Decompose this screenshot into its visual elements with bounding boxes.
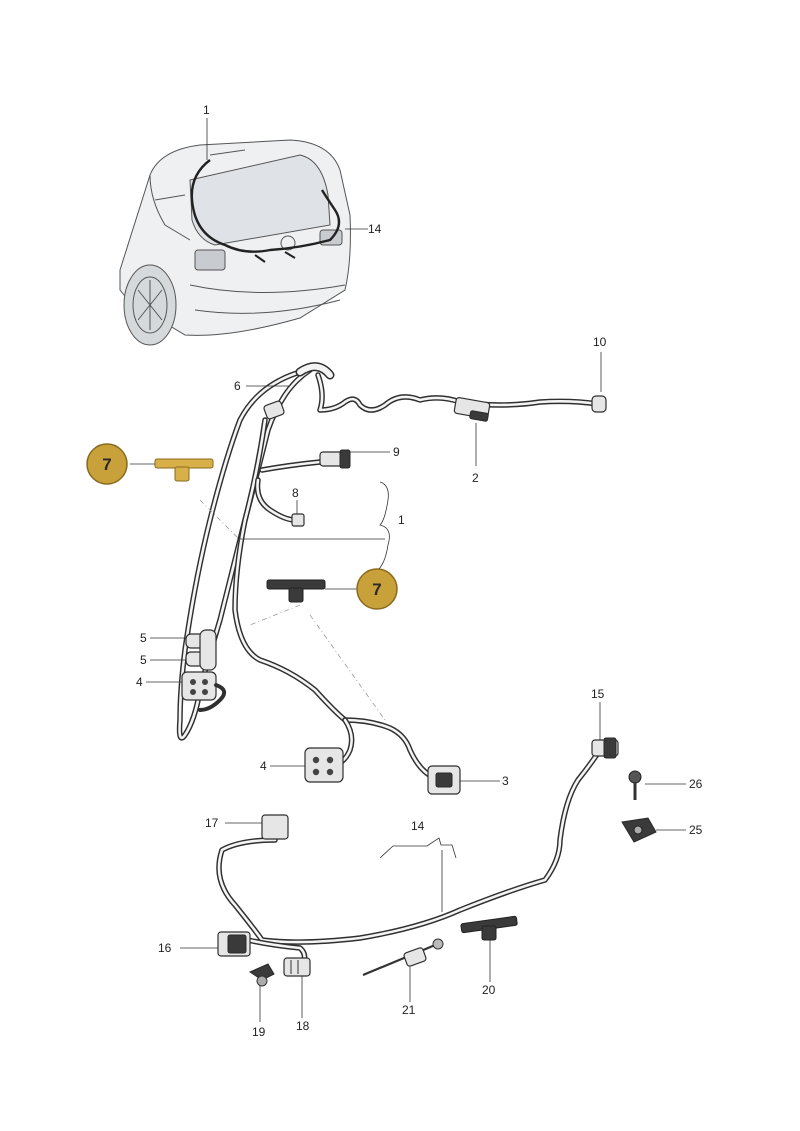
- callout-19: 19: [252, 1025, 266, 1039]
- callout-10: 10: [593, 335, 607, 349]
- callout-9: 9: [393, 445, 400, 459]
- callout-5-a: 5: [140, 631, 147, 645]
- callout-8: 8: [292, 486, 299, 500]
- callout-25: 25: [689, 823, 703, 837]
- callout-2: 2: [472, 471, 479, 485]
- badge-7-top: 7: [86, 443, 128, 485]
- callout-14-car: 14: [368, 222, 382, 236]
- callout-26: 26: [689, 777, 703, 791]
- callout-21: 21: [402, 1003, 416, 1017]
- clip-part-7-highlighted: [154, 458, 214, 482]
- callout-20: 20: [482, 983, 496, 997]
- callout-18: 18: [296, 1019, 310, 1033]
- badge-7-top-label: 7: [102, 455, 111, 474]
- callout-5-b: 5: [140, 653, 147, 667]
- leader-lines: [130, 118, 686, 1022]
- callout-4-b: 4: [260, 759, 267, 773]
- callout-17: 17: [205, 816, 219, 830]
- callout-numbers: 1 14 10 6 2 9 8 1 5 5 4 4 3 15 26 25 17 …: [136, 103, 703, 1039]
- callout-14-brace: 14: [411, 819, 425, 833]
- badge-7-middle: 7: [356, 568, 398, 610]
- callout-4-a: 4: [136, 675, 143, 689]
- badge-7-middle-label: 7: [372, 580, 381, 599]
- alignment-lines: [199, 499, 386, 721]
- callout-16: 16: [158, 941, 172, 955]
- callout-15: 15: [591, 687, 605, 701]
- car-rear-illustration: [119, 139, 351, 346]
- callout-1-brace: 1: [398, 513, 405, 527]
- upper-wiring-harness: [176, 362, 607, 795]
- clip-part-7: [266, 579, 326, 603]
- lower-wiring-harness: [216, 737, 657, 987]
- callout-6: 6: [234, 379, 241, 393]
- callout-3: 3: [502, 774, 509, 788]
- callout-1-car: 1: [203, 103, 210, 117]
